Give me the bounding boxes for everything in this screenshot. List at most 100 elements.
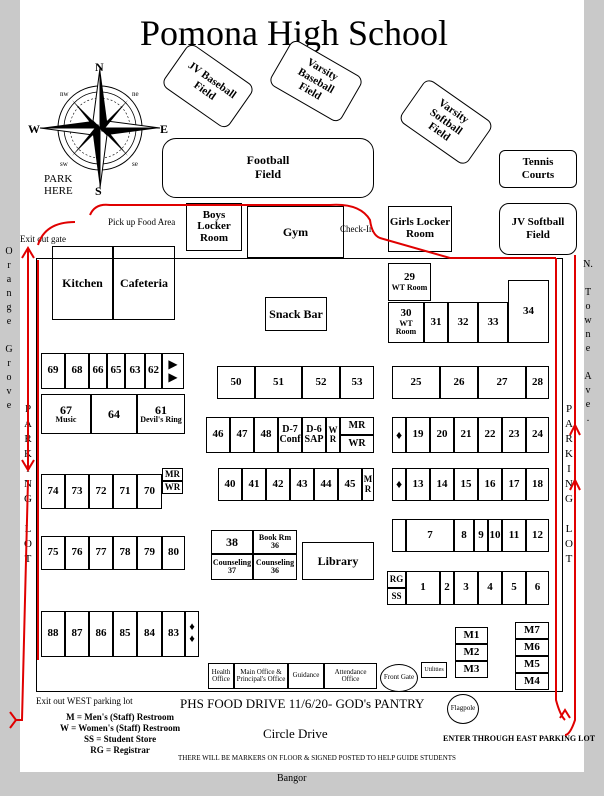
room-wr: WR bbox=[340, 435, 374, 453]
counseling-36: Counseling 36 bbox=[253, 554, 297, 580]
room-blank bbox=[392, 519, 406, 552]
football-field: Football Field bbox=[162, 138, 374, 198]
compass-nw: nw bbox=[60, 90, 69, 98]
room-9: 9 bbox=[474, 519, 488, 552]
room-24: 24 bbox=[526, 417, 549, 453]
room-51: 51 bbox=[255, 366, 302, 399]
room-12: 12 bbox=[526, 519, 549, 552]
restroom-icon: ♦ bbox=[392, 417, 406, 453]
attendance-office: Attendance Office bbox=[324, 663, 377, 689]
circle-drive-label: Circle Drive bbox=[263, 726, 328, 741]
room-2: 2 bbox=[440, 571, 454, 605]
room-38: 38 bbox=[211, 530, 253, 554]
room-52: 52 bbox=[302, 366, 340, 399]
room-m1: M1 bbox=[455, 627, 488, 644]
restroom-icon: ♦ bbox=[392, 468, 406, 501]
room-wr-small: W R bbox=[326, 417, 340, 453]
gym: Gym bbox=[247, 206, 344, 258]
room-72: 72 bbox=[89, 474, 113, 509]
room-87: 87 bbox=[65, 611, 89, 657]
room-65: 65 bbox=[107, 353, 125, 389]
room-76: 76 bbox=[65, 536, 89, 570]
compass-e: E bbox=[160, 122, 169, 136]
compass-ne: ne bbox=[132, 90, 139, 98]
room-80: 80 bbox=[162, 536, 185, 570]
room-27: 27 bbox=[478, 366, 526, 399]
room-84: 84 bbox=[137, 611, 162, 657]
room-44: 44 bbox=[314, 468, 338, 501]
room-d6-sap: D-6 SAP bbox=[302, 417, 326, 453]
compass-sw: sw bbox=[60, 160, 68, 168]
room-69: 69 bbox=[41, 353, 65, 389]
bangor-label: Bangor bbox=[277, 773, 307, 784]
room-70: 70 bbox=[137, 474, 162, 509]
counseling-37: Counseling 37 bbox=[211, 554, 253, 580]
boys-locker-room: Boys Locker Room bbox=[186, 203, 242, 251]
room-14: 14 bbox=[430, 468, 454, 501]
room-88: 88 bbox=[41, 611, 65, 657]
room-m4: M4 bbox=[515, 673, 549, 690]
room-mr-2: MR bbox=[162, 468, 183, 481]
legend-item: RG = Registrar bbox=[90, 745, 150, 755]
room-73: 73 bbox=[65, 474, 89, 509]
room-41: 41 bbox=[242, 468, 266, 501]
tennis-courts: Tennis Courts bbox=[499, 150, 577, 188]
room-d7-conf: D-7 Conf bbox=[278, 417, 302, 453]
room-74: 74 bbox=[41, 474, 65, 509]
registrar: RG bbox=[387, 571, 406, 588]
room-m6: M6 bbox=[515, 639, 549, 656]
room-22: 22 bbox=[478, 417, 502, 453]
room-m2: M2 bbox=[455, 644, 488, 661]
room-28: 28 bbox=[526, 366, 549, 399]
utilities: Utilities bbox=[421, 662, 447, 678]
book-room: Book Rm 36 bbox=[253, 530, 297, 554]
food-drive-banner: PHS FOOD DRIVE 11/6/20- GOD's PANTRY bbox=[180, 696, 425, 711]
room-16: 16 bbox=[478, 468, 502, 501]
room-1: 1 bbox=[406, 571, 440, 605]
room-40: 40 bbox=[218, 468, 242, 501]
room-18: 18 bbox=[526, 468, 549, 501]
park-here-label: PARK HERE bbox=[44, 173, 73, 197]
room-31: 31 bbox=[424, 302, 448, 343]
room-42: 42 bbox=[266, 468, 290, 501]
room-m3: M3 bbox=[455, 661, 488, 678]
room-25: 25 bbox=[392, 366, 440, 399]
room-50: 50 bbox=[217, 366, 255, 399]
room-77: 77 bbox=[89, 536, 113, 570]
library: Library bbox=[302, 542, 374, 580]
room-15: 15 bbox=[454, 468, 478, 501]
health-office: Health Office bbox=[208, 663, 234, 689]
room-10: 10 bbox=[488, 519, 502, 552]
room-62: 62 bbox=[145, 353, 162, 389]
compass-w: W bbox=[28, 122, 40, 136]
room-85: 85 bbox=[113, 611, 137, 657]
room-45: 45 bbox=[338, 468, 362, 501]
pickup-label: Pick up Food Area bbox=[108, 217, 176, 227]
room-86: 86 bbox=[89, 611, 113, 657]
room-17: 17 bbox=[502, 468, 526, 501]
room-5: 5 bbox=[502, 571, 526, 605]
legend-item: SS = Student Store bbox=[83, 734, 157, 744]
room-78: 78 bbox=[113, 536, 137, 570]
legend-item: W = Women's (Staff) Restroom bbox=[60, 723, 181, 733]
room-33: 33 bbox=[478, 302, 508, 343]
room-71: 71 bbox=[113, 474, 137, 509]
room-26: 26 bbox=[440, 366, 478, 399]
room-79: 79 bbox=[137, 536, 162, 570]
exit-west-label: Exit out WEST parking lot bbox=[36, 696, 133, 706]
room-63: 63 bbox=[125, 353, 145, 389]
compass-s: S bbox=[95, 184, 102, 198]
checkin-label: Check-In bbox=[340, 224, 374, 234]
legend: M = Men's (Staff) Restroom W = Women's (… bbox=[60, 712, 180, 756]
room-mr: MR bbox=[340, 417, 374, 435]
markers-note: THERE WILL BE MARKERS ON FLOOR & SIGNED … bbox=[178, 754, 456, 762]
room-m7: M7 bbox=[515, 622, 549, 639]
girls-locker-room: Girls Locker Room bbox=[388, 206, 452, 252]
room-4: 4 bbox=[478, 571, 502, 605]
